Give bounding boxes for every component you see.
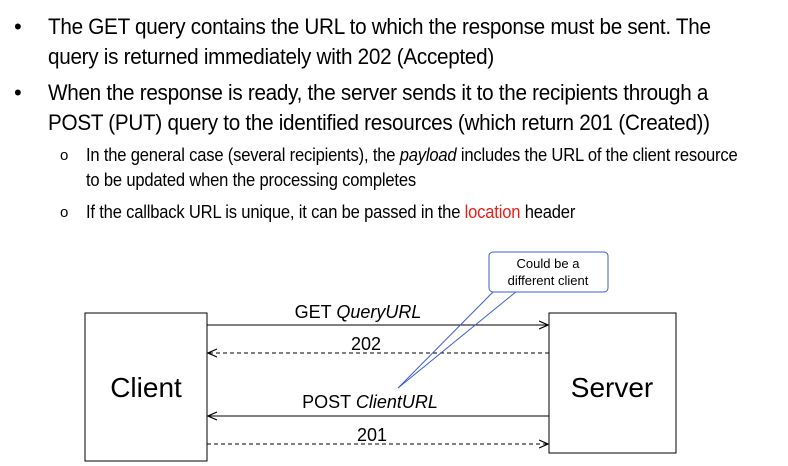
client-box <box>84 312 208 462</box>
sub-bullet-text-part: header <box>520 202 576 222</box>
payload-term: payload <box>399 145 457 165</box>
sub-bullet-text-part: includes the URL of the client resource … <box>86 145 738 190</box>
sub-bullet-text-callback: If the callback URL is unique, it can be… <box>86 200 748 225</box>
server-label: Server <box>571 372 653 403</box>
bullet-text-get-query: The GET query contains the URL to which … <box>48 14 711 69</box>
callout-bubble <box>488 251 609 293</box>
callout-pointer <box>397 290 518 389</box>
get-label-italic: QueryURL <box>336 302 421 322</box>
sub-bullet-text-part: In the general case (several recipients)… <box>86 145 400 165</box>
post-label-plain: POST <box>302 392 356 412</box>
get-arrow-label: GET QueryURL <box>295 302 422 322</box>
post-arrow-label: POST ClientURL <box>302 392 438 412</box>
bullet-marker: • <box>14 14 22 39</box>
response-201-label: 201 <box>357 425 387 445</box>
bullet-marker: • <box>14 80 22 105</box>
callout-pointer <box>397 290 495 389</box>
sub-bullet-text-part: If the callback URL is unique, it can be… <box>86 202 465 222</box>
server-box <box>548 312 677 454</box>
get-label-plain: GET <box>295 302 337 322</box>
location-term: location <box>464 202 521 222</box>
response-202-label: 202 <box>351 334 381 354</box>
sub-bullet-marker: o <box>60 147 69 164</box>
client-label: Client <box>110 372 182 403</box>
bullet-text-response-ready: When the response is ready, the server s… <box>48 80 710 135</box>
sub-bullet-marker: o <box>60 204 69 221</box>
sub-bullet-text-general-case: In the general case (several recipients)… <box>86 143 748 193</box>
callout-text-line1: Could be a <box>517 256 581 271</box>
callout-text-line2: different client <box>508 273 589 288</box>
post-label-italic: ClientURL <box>356 392 438 412</box>
